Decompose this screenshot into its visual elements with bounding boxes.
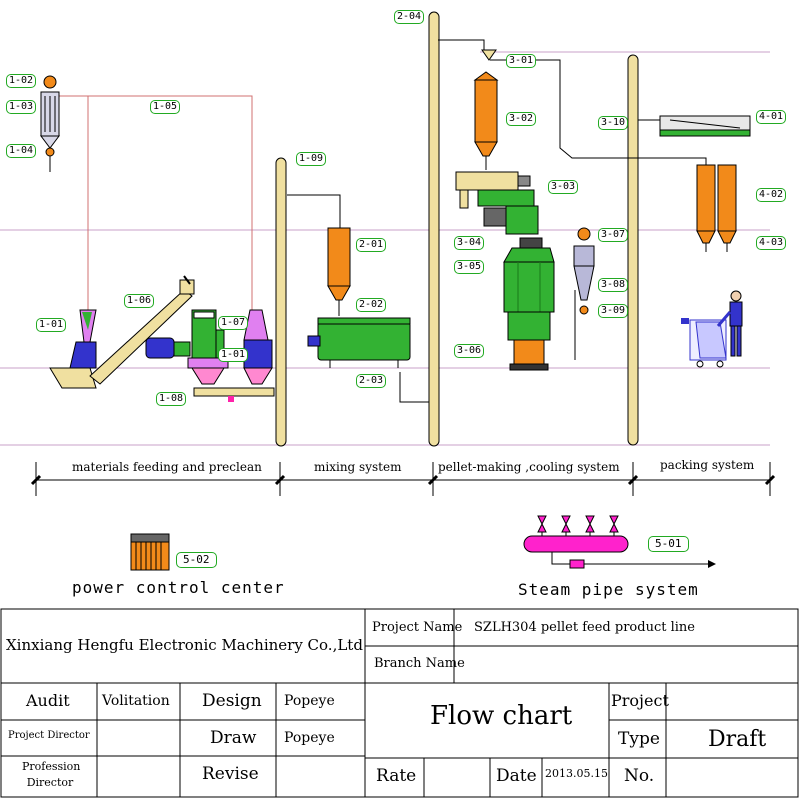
label-3-08: 3-08: [598, 278, 629, 292]
label-2-04: 2-04: [394, 10, 425, 24]
intake-hopper-right: [243, 309, 273, 385]
label-3-09: 3-09: [598, 304, 629, 318]
label-1-06: 1-06: [124, 294, 155, 308]
floor-lines: [0, 51, 770, 446]
profession-director-label: Profession Director: [22, 760, 81, 789]
legend-power-control-center: power control center: [72, 578, 285, 597]
draw-label: Draw: [210, 728, 257, 748]
label-1-02: 1-02: [6, 74, 37, 88]
section-label-pellet: pellet-making ,cooling system: [438, 460, 620, 474]
no-label: No.: [624, 766, 655, 786]
bucket-elevator-2-04: [428, 11, 440, 447]
label-1-05: 1-05: [150, 100, 181, 114]
label-1-01-left: 1-01: [36, 318, 67, 332]
power-control-center-icon: [130, 533, 170, 571]
audit-label: Audit: [26, 691, 70, 710]
label-1-08: 1-08: [156, 392, 187, 406]
project-name-label: Project Name: [372, 620, 463, 635]
inclined-conveyor: [49, 275, 195, 389]
rate-label: Rate: [376, 766, 417, 786]
title-block-grid: [0, 608, 799, 798]
label-1-03: 1-03: [6, 100, 37, 114]
drawing-title: Flow chart: [430, 701, 573, 731]
project-name-value: SZLH304 pellet feed product line: [474, 620, 695, 635]
label-1-07: 1-07: [218, 316, 249, 330]
label-3-07: 3-07: [598, 228, 629, 242]
drum-cleaner: [145, 309, 229, 385]
label-3-01: 3-01: [506, 54, 537, 68]
worker-figure: [716, 290, 743, 357]
section-dimension-line: [30, 462, 776, 496]
section-label-feeding: materials feeding and preclean: [72, 460, 262, 474]
section-label-packing: packing system: [660, 458, 755, 472]
pulse-dust-collector: [40, 75, 60, 172]
label-4-01: 4-01: [756, 110, 787, 124]
label-2-01: 2-01: [356, 238, 387, 252]
date-value: 2013.05.15: [545, 767, 608, 780]
finished-product-bins: [696, 164, 737, 252]
mixing-bin: [327, 227, 351, 316]
dust-duct-lines: [50, 95, 253, 310]
bagging-station: [681, 318, 727, 368]
label-1-04: 1-04: [6, 144, 37, 158]
batch-mixer: [307, 317, 411, 368]
design-label: Design: [202, 691, 262, 711]
label-2-03: 2-03: [356, 374, 387, 388]
design-value: Popeye: [284, 693, 335, 709]
label-2-02: 2-02: [356, 298, 387, 312]
bucket-elevator-3-10: [627, 54, 639, 446]
label-1-09: 1-09: [296, 152, 327, 166]
label-4-03: 4-03: [756, 236, 787, 250]
label-1-01-right: 1-01: [218, 348, 249, 362]
company-name: Xinxiang Hengfu Electronic Machinery Co.…: [6, 636, 363, 654]
audit-value: Volitation: [102, 693, 170, 709]
pellet-mill: [455, 171, 539, 235]
pipe-lines: [287, 39, 707, 403]
label-5-01: 5-01: [648, 536, 689, 552]
label-3-06: 3-06: [454, 344, 485, 358]
label-3-02: 3-02: [506, 112, 537, 126]
label-3-10: 3-10: [598, 116, 629, 130]
steam-pipe-icon: [523, 515, 716, 569]
label-3-03: 3-03: [548, 180, 579, 194]
project-director-label: Project Director: [8, 730, 90, 741]
revise-label: Revise: [202, 764, 259, 784]
label-3-04: 3-04: [454, 236, 485, 250]
label-4-02: 4-02: [756, 188, 787, 202]
section-label-mixing: mixing system: [314, 460, 402, 474]
project-label: Project: [611, 691, 669, 710]
vibrating-screen: [659, 115, 751, 137]
date-label: Date: [496, 766, 537, 786]
intake-hopper-left: [69, 309, 97, 369]
branch-name-label: Branch Name: [374, 656, 465, 671]
bucket-elevator-1-09: [275, 157, 287, 447]
belt-conveyor-1-08: [193, 387, 275, 402]
type-label: Type: [618, 729, 660, 749]
pellet-hopper: [473, 49, 499, 170]
label-3-05: 3-05: [454, 260, 485, 274]
type-value: Draft: [708, 727, 767, 752]
cyclone-separator: [573, 227, 595, 315]
legend-steam-pipe-system: Steam pipe system: [518, 580, 699, 599]
label-5-02: 5-02: [176, 552, 217, 568]
draw-value: Popeye: [284, 730, 335, 746]
counterflow-cooler: [503, 237, 555, 371]
